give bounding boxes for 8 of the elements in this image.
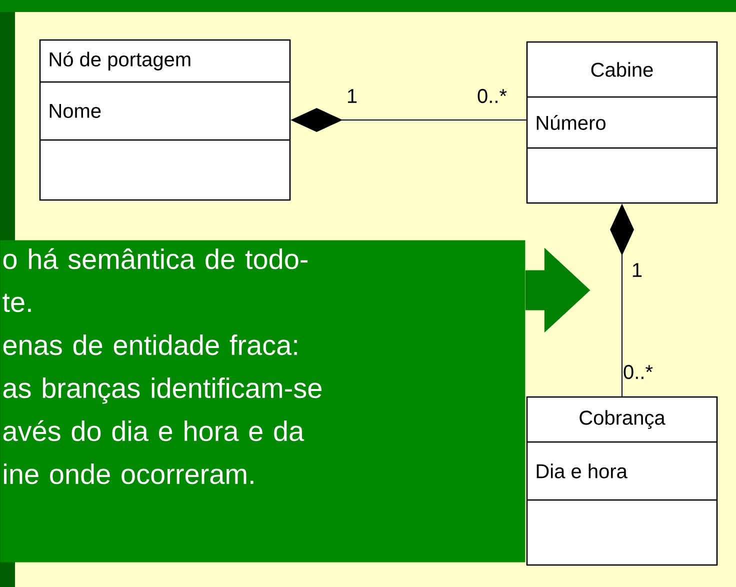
class-box: Cobrança Dia e hora <box>526 396 718 566</box>
multiplicity-label: 1 <box>348 89 357 103</box>
multiplicity-label: 1 <box>632 263 642 277</box>
multiplicity-label: 0..* <box>624 364 653 380</box>
class-box: Nó de portagem Nome <box>39 39 291 201</box>
class-box: Cabine Número <box>526 41 718 204</box>
multiplicity-label: 0..* <box>478 88 507 104</box>
callout-box: o há semântica de todo- te. enas de entidade fraca: as branças identificam-se avés do dia e hora e da ine onde ocorreram. <box>0 240 526 562</box>
